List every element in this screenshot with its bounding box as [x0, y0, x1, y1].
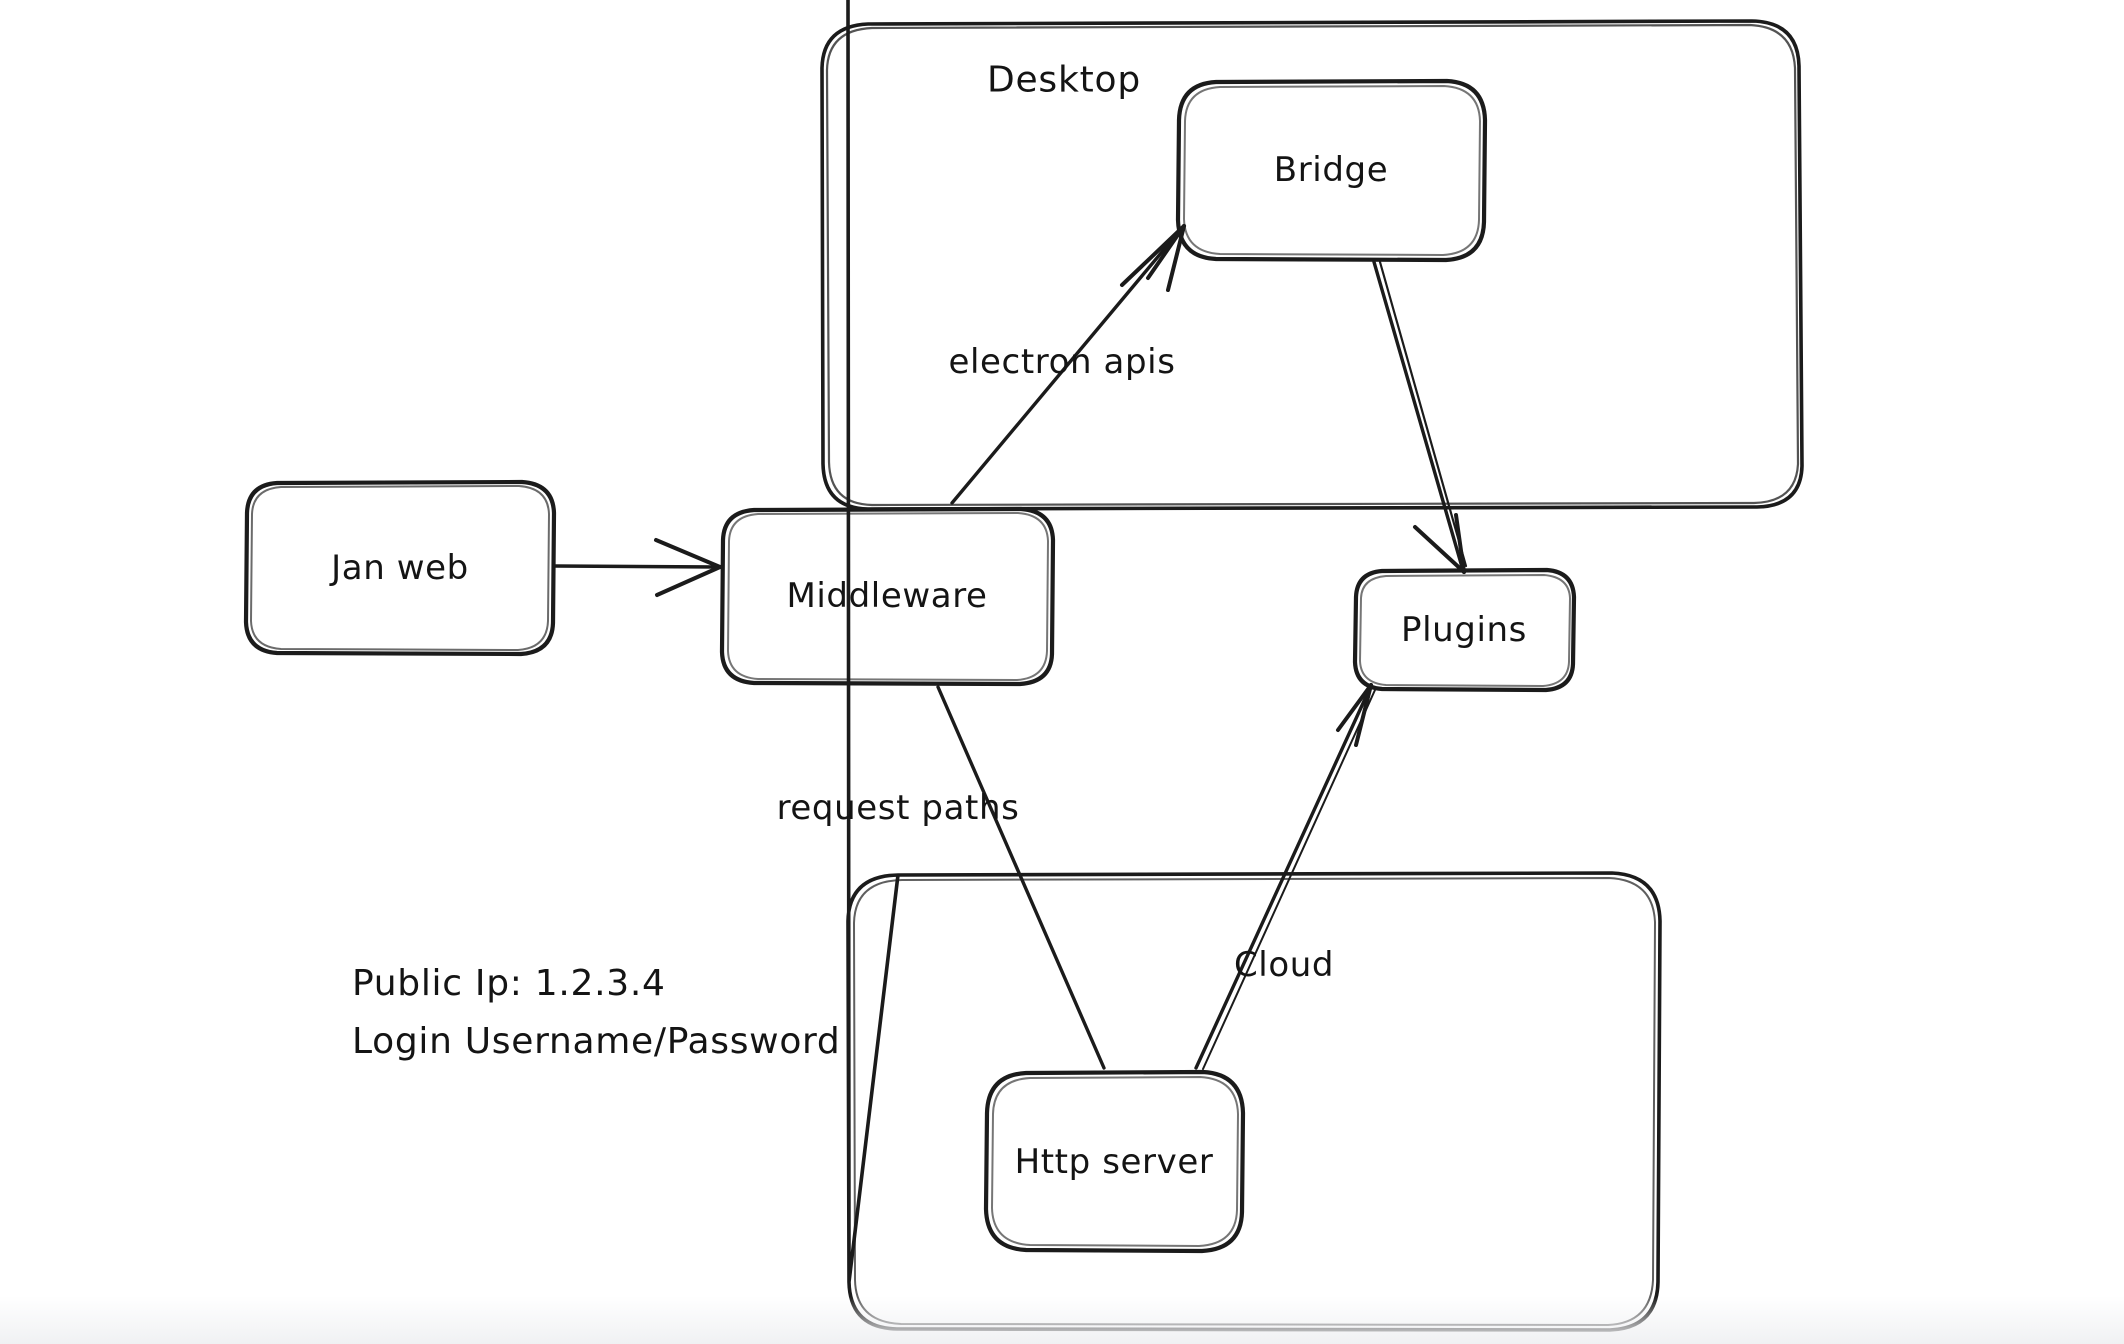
group-cloud	[846, 0, 1662, 1332]
note-login-credentials: Login Username/Password	[352, 1021, 841, 1062]
edge-label-cloud: Cloud	[1233, 945, 1335, 985]
edge-middleware-to-bridge	[950, 224, 1186, 505]
edge-http-server-to-plugins	[1194, 683, 1376, 1070]
edge-middleware-to-http-server	[936, 685, 1106, 1070]
node-jan-web[interactable]	[243, 479, 557, 657]
group-label-desktop: Desktop	[986, 59, 1142, 101]
node-plugins[interactable]	[1352, 567, 1577, 693]
node-middleware[interactable]	[719, 506, 1056, 687]
node-label-middleware: Middleware	[786, 576, 988, 616]
edge-bridge-to-plugins	[1372, 260, 1468, 574]
node-label-http-server: Http server	[1014, 1142, 1214, 1182]
node-label-jan-web: Jan web	[331, 548, 469, 588]
note-block: Public Ip: 1.2.3.4 Login Username/Passwo…	[352, 955, 840, 1071]
node-label-bridge: Bridge	[1273, 150, 1389, 190]
edge-label-electron-apis: electron apis	[948, 342, 1176, 382]
node-http-server[interactable]	[983, 1069, 1246, 1254]
edge-jan-web-to-middleware	[553, 538, 722, 597]
node-bridge[interactable]	[1175, 78, 1488, 263]
node-label-plugins: Plugins	[1401, 610, 1527, 650]
group-desktop	[820, 19, 1804, 511]
note-public-ip: Public Ip: 1.2.3.4	[352, 963, 666, 1004]
edge-label-request-paths: request paths	[776, 788, 1020, 828]
